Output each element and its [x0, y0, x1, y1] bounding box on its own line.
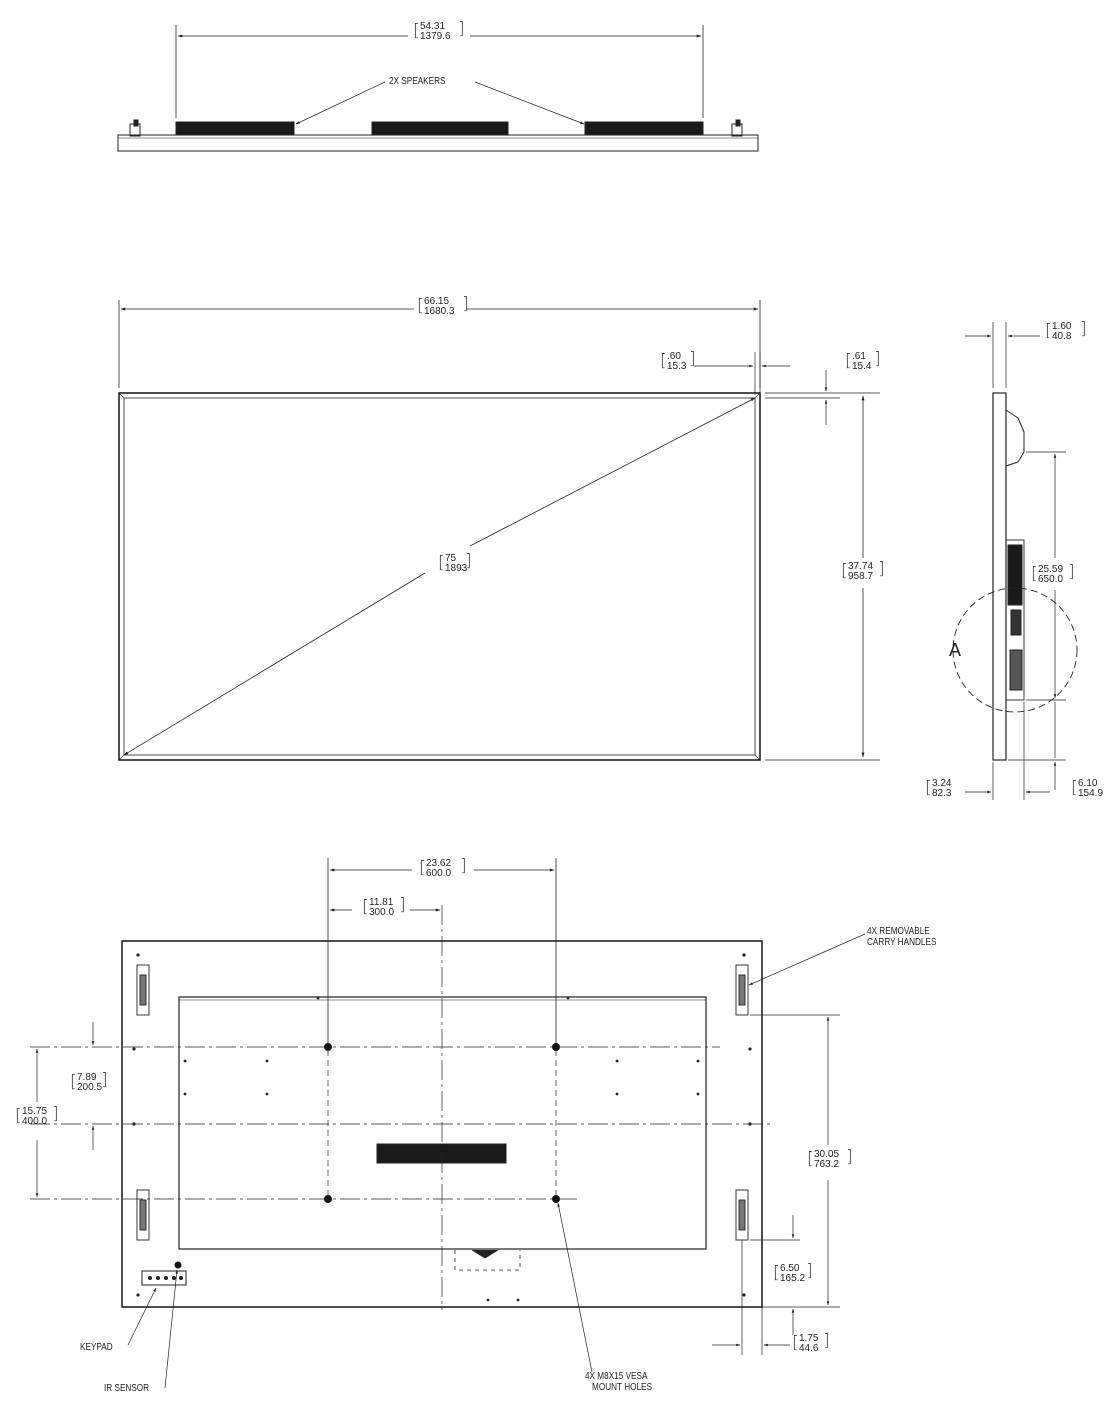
leader-speaker-right — [474, 81, 585, 125]
front-view-frame — [118, 392, 761, 761]
bottom-connector-area — [454, 1250, 521, 1271]
label-carry-handles-line1: 4X REMOVABLE — [867, 926, 930, 937]
rear-inner-panel — [178, 996, 707, 1250]
leader-speaker-left — [295, 81, 386, 125]
front-view — [118, 300, 880, 761]
speaker-center — [371, 121, 509, 136]
speaker-right — [584, 121, 704, 136]
detail-a-circle — [952, 587, 1078, 713]
speaker-left — [175, 121, 295, 136]
side-view — [952, 322, 1078, 800]
keypad — [141, 1270, 187, 1286]
detail-a-label: A — [949, 640, 962, 660]
diagonal-line-lower — [123, 572, 426, 756]
label-2x-speakers: 2X SPEAKERS — [389, 76, 446, 87]
rear-label-plate — [376, 1143, 507, 1164]
label-vesa-holes-line2: MOUNT HOLES — [592, 1382, 653, 1393]
leader-carry-handles — [748, 933, 866, 986]
ir-sensor — [174, 1261, 182, 1269]
leader-vesa-holes — [557, 1202, 593, 1373]
side-view-panel — [992, 392, 1007, 761]
leader-keypad — [127, 1287, 157, 1346]
top-view — [117, 25, 759, 152]
label-keypad: KEYPAD — [80, 1342, 113, 1353]
rear-centerlines — [30, 905, 770, 1310]
label-ir-sensor: IR SENSOR — [104, 1383, 150, 1394]
label-carry-handles-line2: CARRY HANDLES — [867, 937, 937, 948]
label-vesa-holes-line1: 4X M8X15 VESA — [585, 1371, 648, 1382]
top-view-body — [117, 134, 759, 152]
diagonal-line-upper — [469, 397, 756, 547]
leader-ir-sensor — [164, 1269, 178, 1389]
rear-view — [30, 858, 866, 1389]
